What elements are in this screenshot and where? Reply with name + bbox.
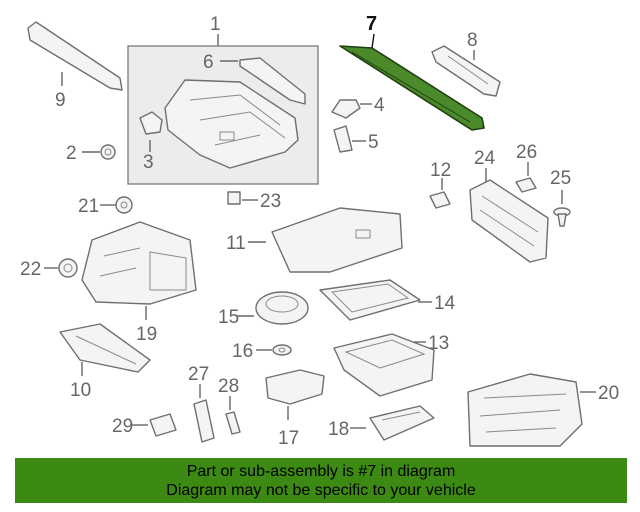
callout-20: 20 [598,383,619,404]
callout-25: 25 [550,168,571,189]
part-23-label[interactable] [227,191,241,205]
callout-21: 21 [78,196,99,217]
callout-29: 29 [112,416,133,437]
part-17-bracket[interactable] [265,369,325,405]
part-13-storage-box[interactable] [333,333,435,397]
callout-10: 10 [70,380,91,401]
callout-14: 14 [434,293,456,314]
part-3-clip[interactable] [139,111,163,135]
part-22-cap[interactable] [58,258,78,278]
part-28-plug[interactable] [225,411,241,435]
callout-22: 22 [20,259,41,280]
callout-12: 12 [430,160,451,181]
part-29-connector[interactable] [149,413,177,437]
part-8-trim-panel[interactable] [431,45,501,97]
part-5-clip[interactable] [333,125,353,153]
callout-1: 1 [210,14,221,35]
part-25-push-clip[interactable] [553,207,571,227]
part-27-plug[interactable] [193,399,215,443]
part-24-side-trim[interactable] [469,179,549,263]
part-12-tag[interactable] [429,191,451,209]
part-9-trim-strip[interactable] [27,21,123,91]
callout-26: 26 [516,142,537,163]
callout-2: 2 [66,143,77,164]
part-7-cargo-cover[interactable] [339,45,485,131]
callout-11: 11 [226,233,246,254]
part-1-rear-shelf[interactable] [164,79,299,169]
callout-19: 19 [136,324,157,345]
part-16-washer[interactable] [272,344,292,356]
callout-16: 16 [232,341,253,362]
callout-15: 15 [218,307,239,328]
part-21-nut[interactable] [115,196,133,214]
callout-6: 6 [203,52,214,73]
part-10-floor-panel[interactable] [59,323,151,373]
exploded-parts-diagram: 9 1 6 3 2 7 8 4 [20,13,619,449]
callout-7: 7 [366,13,377,35]
callout-9: 9 [55,90,66,111]
info-banner: Part or sub-assembly is #7 in diagram Di… [15,458,627,503]
banner-line-1: Part or sub-assembly is #7 in diagram [186,462,456,480]
callout-28: 28 [218,376,239,397]
part-2-grommet[interactable] [100,144,116,160]
banner-line-2: Diagram may not be specific to your vehi… [166,481,476,499]
callout-18: 18 [328,419,349,440]
part-6-strip[interactable] [239,57,306,105]
part-20-trunk-liner[interactable] [467,373,583,447]
part-14-tray[interactable] [319,279,421,321]
callout-13: 13 [428,333,449,354]
callout-4: 4 [374,95,385,116]
part-11-floor-mat[interactable] [271,207,403,273]
callout-5: 5 [368,132,379,153]
part-4-bracket[interactable] [331,99,361,119]
callout-24: 24 [474,148,496,169]
part-19-trunk-liner[interactable] [81,221,197,305]
callout-3: 3 [143,152,154,173]
part-15-spare-holder[interactable] [255,291,309,325]
callout-17: 17 [278,428,299,449]
part-18-tray[interactable] [369,405,435,441]
part-26-block[interactable] [515,177,537,193]
callout-23: 23 [260,191,281,212]
callout-27: 27 [188,364,209,385]
callout-8: 8 [467,30,478,51]
